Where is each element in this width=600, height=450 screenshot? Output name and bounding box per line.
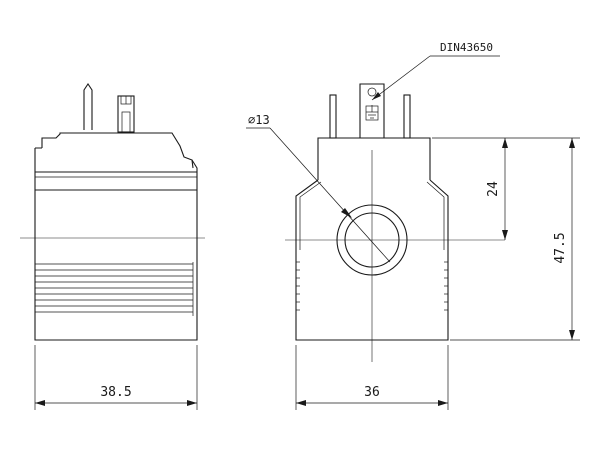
width-left-label: 38.5 bbox=[100, 385, 131, 400]
front-view-connector-head bbox=[317, 137, 431, 180]
bore-diameter-leader bbox=[246, 127, 391, 263]
dimension-height-total bbox=[569, 138, 575, 340]
connector-standard-label: DIN43650 bbox=[440, 41, 493, 54]
front-view-pins bbox=[329, 83, 411, 139]
side-view bbox=[20, 83, 205, 410]
dimension-width-right bbox=[296, 400, 448, 406]
height-total-label: 47.5 bbox=[553, 232, 568, 263]
side-view-pins bbox=[83, 83, 135, 133]
side-view-ribs bbox=[35, 262, 194, 316]
dimension-width-left bbox=[35, 400, 197, 406]
height-center-label: 24 bbox=[486, 181, 501, 197]
dimension-height-center bbox=[502, 138, 508, 240]
ground-icon bbox=[366, 105, 378, 119]
bore-diameter-label: ∅13 bbox=[248, 113, 270, 127]
front-view-ribs bbox=[296, 261, 448, 311]
din-leader bbox=[371, 55, 500, 101]
front-view bbox=[246, 55, 580, 410]
side-view-connector-top bbox=[41, 132, 194, 169]
width-right-label: 36 bbox=[364, 385, 380, 400]
